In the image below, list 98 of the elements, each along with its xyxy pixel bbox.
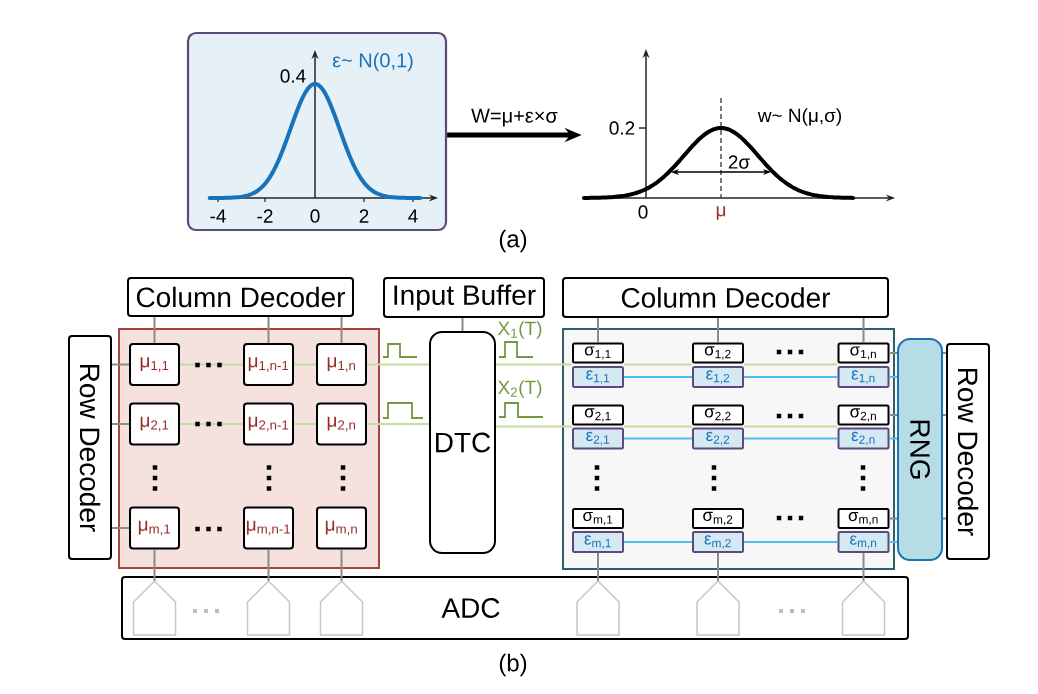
signal-label: X$_{2}$(T) (497, 380, 542, 398)
connector-line (111, 527, 130, 529)
memory-cell: ε$_{2,n}$ (837, 427, 890, 450)
decoder-box: Column Decoder (127, 277, 354, 317)
signal-label: X$_{1}$(T) (497, 321, 542, 339)
memory-cell: σ$_{2,2}$ (692, 404, 744, 426)
connector-line (623, 437, 693, 440)
memory-cell: σ$_{m,n}$ (837, 508, 890, 529)
connector-line (340, 548, 343, 582)
connector-line (888, 517, 898, 520)
memory-cell: σ$_{1,2}$ (692, 342, 744, 364)
tick-label: 0 (310, 209, 320, 223)
memory-cell: ε$_{1,2}$ (692, 366, 744, 388)
connector-line (597, 552, 599, 582)
decoder-box: Row Decoder (946, 343, 990, 560)
connector-line (888, 352, 898, 354)
connector-line (461, 317, 464, 332)
pentagon-symbol (319, 580, 364, 636)
memory-cell: μ$_{2,n-1}$ (243, 402, 294, 446)
distribution-label: w~ N(μ,σ) (757, 108, 841, 126)
tick-label: 0.2 (609, 121, 635, 135)
converter-box: ADC (121, 576, 909, 640)
rounded-block: DTC (429, 331, 496, 554)
memory-cell: μ$_{m,n-1}$ (243, 506, 294, 550)
connector-line (340, 316, 343, 344)
memory-cell: ε$_{2,1}$ (572, 427, 624, 450)
connector-line (942, 352, 947, 354)
rounded-block: RNG (897, 338, 943, 561)
memory-cell: μ$_{m,n}$ (316, 506, 367, 550)
memory-cell: ε$_{m,1}$ (572, 531, 624, 553)
connector-line (366, 363, 430, 366)
connector-line (623, 376, 693, 378)
pentagon-symbol (132, 580, 177, 636)
connector-line (623, 541, 693, 543)
memory-cell: ε$_{1,n}$ (837, 366, 890, 388)
connector-line (495, 425, 573, 428)
tick-label: -2 (257, 209, 273, 223)
connector-line (743, 437, 839, 440)
panel-caption: (b) (499, 653, 527, 677)
memory-cell: σ$_{m,2}$ (692, 508, 744, 529)
panel-caption: (a) (499, 229, 527, 253)
connector-line (888, 414, 898, 416)
memory-cell: σ$_{2,n}$ (837, 404, 890, 426)
connector-line (743, 363, 839, 366)
connector-line (179, 363, 244, 366)
pentagon-symbol (246, 580, 291, 636)
tick-label: 4 (408, 209, 418, 223)
memory-cell: μ$_{1,n}$ (316, 343, 367, 386)
tick-label: 0.4 (280, 69, 306, 83)
memory-cell: σ$_{1,1}$ (572, 342, 624, 364)
connector-line (293, 363, 317, 366)
connector-line (717, 552, 719, 582)
connector-line (111, 423, 130, 425)
pentagon-symbol (696, 580, 740, 636)
memory-cell: μ$_{m,1}$ (129, 506, 180, 550)
connector-line (743, 376, 839, 378)
connector-line (179, 423, 244, 425)
connector-line (942, 517, 947, 520)
connector-line (597, 317, 599, 344)
connector-line (717, 317, 719, 344)
tick-label: 2 (359, 209, 369, 223)
connector-line (862, 317, 865, 344)
edge-label: W=μ+ε×σ (471, 108, 558, 127)
pentagon-symbol (576, 580, 620, 636)
connector-line (111, 363, 130, 366)
connector-line (623, 363, 693, 366)
memory-cell: ε$_{1,1}$ (572, 366, 624, 388)
connector-line (153, 316, 156, 344)
connector-line (942, 414, 947, 416)
connector-line (862, 552, 865, 582)
connector-line (743, 541, 839, 543)
memory-cell: μ$_{2,1}$ (129, 402, 180, 446)
connector-line (495, 363, 573, 366)
memory-cell: μ$_{2,n}$ (316, 402, 367, 446)
pentagon-symbol (841, 580, 886, 636)
memory-cell: σ$_{m,1}$ (572, 508, 624, 529)
memory-cell: σ$_{1,n}$ (837, 342, 890, 364)
connector-line (623, 425, 693, 428)
connector-line (267, 548, 270, 582)
buffer-box: Input Buffer (383, 277, 545, 318)
connector-line (888, 541, 898, 543)
dimension-label: 2σ (728, 155, 750, 169)
decoder-box: Row Decoder (68, 335, 112, 560)
memory-cell: ε$_{2,2}$ (692, 427, 744, 450)
tick-label: -4 (210, 209, 226, 223)
memory-cell: ε$_{m,2}$ (692, 531, 744, 553)
memory-cell: μ$_{1,n-1}$ (243, 343, 294, 386)
memory-cell: σ$_{2,1}$ (572, 404, 624, 426)
memory-cell: ε$_{m,n}$ (837, 531, 890, 553)
connector-line (888, 376, 898, 378)
connector-line (743, 425, 839, 428)
connector-line (888, 437, 898, 440)
connector-line (267, 316, 270, 344)
decoder-box: Column Decoder (562, 277, 889, 318)
connector-line (293, 423, 317, 425)
memory-cell: μ$_{1,1}$ (129, 343, 180, 386)
connector-line (153, 548, 156, 582)
connector-line (366, 423, 430, 425)
